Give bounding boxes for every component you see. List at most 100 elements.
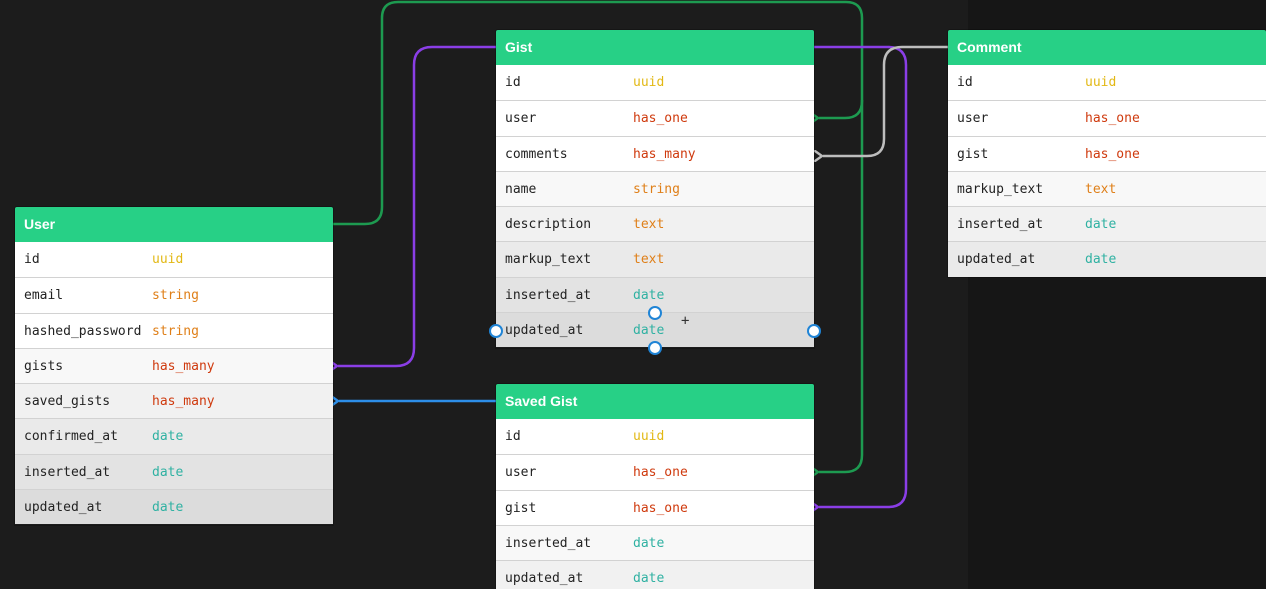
field-type: uuid — [633, 429, 665, 444]
field-name: gist — [505, 500, 537, 516]
edge-gist-to-user-gists — [338, 45, 496, 366]
field-name: user — [957, 111, 989, 127]
field-type: has_many — [152, 394, 215, 410]
field-name: updated_at — [505, 323, 584, 339]
field-row[interactable]: gist has_one — [496, 489, 814, 525]
field-row[interactable]: user has_one — [496, 454, 814, 490]
field-name: email — [24, 288, 64, 304]
field-row[interactable]: id uuid — [496, 65, 814, 101]
move-cursor-icon: + — [681, 313, 690, 329]
field-type: date — [633, 571, 665, 587]
field-name: confirmed_at — [24, 429, 118, 445]
field-type: date — [152, 464, 184, 480]
field-row[interactable]: inserted_at date — [948, 206, 1266, 242]
field-row[interactable]: comments has_many — [496, 135, 814, 171]
field-row[interactable]: user has_one — [948, 100, 1266, 136]
edge-gist-to-savedgist-gist — [814, 45, 908, 507]
field-type: date — [1085, 217, 1117, 233]
field-type: has_one — [1085, 146, 1140, 162]
connection-handle-top[interactable] — [648, 306, 662, 320]
field-name: id — [505, 75, 521, 90]
field-name: inserted_at — [957, 217, 1044, 233]
field-type: date — [152, 500, 184, 516]
field-type: string — [633, 181, 680, 197]
field-row[interactable]: inserted_at date — [15, 453, 333, 490]
field-row[interactable]: gists has_many — [15, 347, 333, 384]
field-name: id — [505, 429, 521, 444]
field-type: uuid — [1085, 75, 1117, 90]
entity-header[interactable]: Gist — [496, 30, 814, 65]
field-type: date — [633, 323, 665, 339]
field-row[interactable]: name string — [496, 170, 814, 207]
entity-header[interactable]: User — [15, 207, 333, 242]
field-name: description — [505, 217, 592, 233]
field-row[interactable]: id uuid — [496, 419, 814, 455]
field-row[interactable]: updated_at date — [496, 560, 814, 589]
field-name: inserted_at — [505, 287, 592, 303]
field-row[interactable]: email string — [15, 277, 333, 313]
field-row[interactable]: inserted_at date — [496, 276, 814, 313]
field-type: date — [633, 287, 665, 303]
field-type: has_one — [1085, 111, 1140, 127]
field-row[interactable]: gist has_one — [948, 135, 1266, 171]
connection-handle-bottom[interactable] — [648, 341, 662, 355]
field-type: has_many — [152, 358, 215, 374]
field-type: text — [633, 217, 665, 233]
field-type: text — [633, 252, 665, 268]
field-row[interactable]: updated_at date — [15, 489, 333, 525]
field-name: user — [505, 465, 537, 481]
field-type: string — [152, 323, 199, 339]
field-name: inserted_at — [505, 535, 592, 551]
field-name: user — [505, 111, 537, 127]
field-row[interactable]: markup_text text — [496, 241, 814, 277]
entity-user[interactable]: User id uuid email string hashed_password str… — [15, 207, 333, 525]
edge-user-to-gist-user — [333, 0, 864, 226]
field-type: text — [1085, 181, 1117, 197]
field-type: string — [152, 288, 199, 304]
field-row[interactable]: id uuid — [15, 242, 333, 278]
field-row[interactable]: user has_one — [496, 100, 814, 136]
field-name: gist — [957, 146, 989, 162]
field-type: date — [633, 535, 665, 551]
field-name: hashed_password — [24, 323, 142, 339]
field-name: id — [957, 75, 973, 90]
connection-handle-left[interactable] — [489, 324, 503, 338]
field-row[interactable]: id uuid — [948, 65, 1266, 101]
connection-handle-right[interactable] — [807, 324, 821, 338]
field-row[interactable]: updated_at date — [948, 241, 1266, 277]
field-type: has_one — [633, 111, 688, 127]
field-type: has_one — [633, 500, 688, 516]
field-row[interactable]: hashed_password string — [15, 312, 333, 348]
field-name: gists — [24, 358, 64, 374]
field-name: name — [505, 181, 537, 197]
field-type: uuid — [152, 252, 184, 267]
field-name: updated_at — [957, 252, 1036, 268]
field-row[interactable]: confirmed_at date — [15, 418, 333, 454]
field-name: saved_gists — [24, 394, 111, 410]
field-row[interactable]: saved_gists has_many — [15, 383, 333, 419]
field-name: id — [24, 252, 40, 267]
field-row[interactable]: inserted_at date — [496, 524, 814, 561]
field-type: uuid — [633, 75, 665, 90]
field-name: markup_text — [505, 252, 592, 268]
field-type: has_one — [633, 465, 688, 481]
entity-header[interactable]: Comment — [948, 30, 1266, 65]
field-name: markup_text — [957, 181, 1044, 197]
field-name: comments — [505, 146, 568, 162]
field-name: inserted_at — [24, 464, 111, 480]
field-type: date — [152, 429, 184, 445]
field-type: has_many — [633, 146, 696, 162]
edge-comment-to-gist-comments — [823, 45, 948, 156]
entity-header[interactable]: Saved Gist — [496, 384, 814, 419]
field-type: date — [1085, 252, 1117, 268]
field-row[interactable]: markup_text text — [948, 170, 1266, 207]
field-name: updated_at — [24, 500, 103, 516]
field-name: updated_at — [505, 571, 584, 587]
edge-user-to-savedgist-user — [819, 100, 864, 472]
field-row[interactable]: description text — [496, 206, 814, 242]
